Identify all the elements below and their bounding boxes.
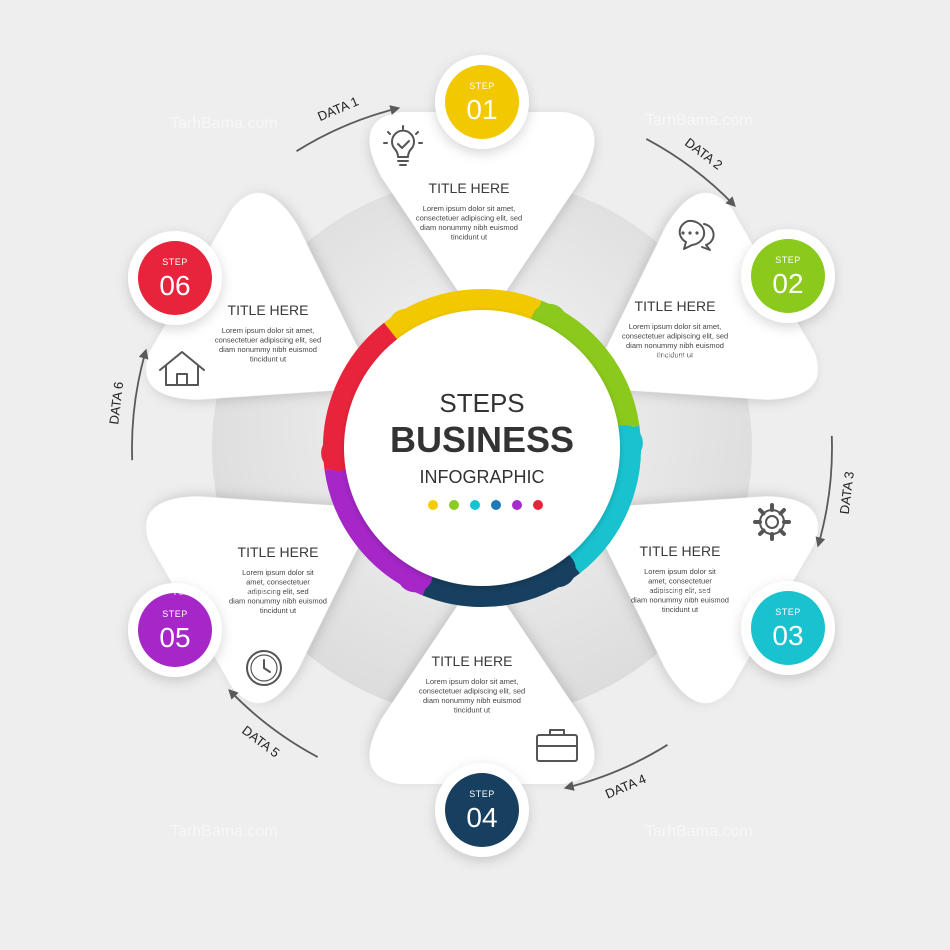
watermark-text: TarhBama.com xyxy=(170,582,278,599)
step-1-body-line: Lorem ipsum dolor sit amet, xyxy=(423,204,516,213)
center-title-business: BUSINESS xyxy=(390,419,574,460)
center-dot xyxy=(512,500,522,510)
data-arrow-6 xyxy=(131,348,149,461)
step-5-title: TITLE HERE xyxy=(238,544,319,560)
step-2-title: TITLE HERE xyxy=(635,298,716,314)
step-badge-1: STEP 01 xyxy=(435,55,529,149)
step-4-body-line: Lorem ipsum dolor sit amet, xyxy=(426,677,519,686)
step-6-body-line: diam nonummy nibh euismod xyxy=(219,345,317,354)
step-card-3 xyxy=(586,496,818,703)
step-4-body-line: tincidunt ut xyxy=(454,706,491,715)
step-1-body-line: tincidunt ut xyxy=(451,233,488,242)
house-icon xyxy=(159,351,205,386)
step-card-5 xyxy=(146,496,378,703)
data-label-4: DATA 4 xyxy=(603,771,648,802)
watermark-text: TarhBama.com xyxy=(645,585,753,602)
step-3-body-line: amet, consectetuer xyxy=(648,577,712,586)
step-badge-5: STEP 05 xyxy=(128,583,222,677)
step-3-body-line: adipiscing elit, sed xyxy=(649,586,710,595)
data-arrow-4 xyxy=(563,744,668,791)
step-badge-2: STEP 02 xyxy=(741,229,835,323)
data-arrow-5 xyxy=(228,688,319,758)
step-6-label: STEP xyxy=(162,257,188,267)
clock-icon xyxy=(246,650,282,686)
step-5-body-line: tincidunt ut xyxy=(260,606,297,615)
data-label-2: DATA 2 xyxy=(682,135,725,173)
center-dot xyxy=(449,500,459,510)
step-4-number: 04 xyxy=(466,802,497,833)
step-4-body-line: consectetuer adipiscing elit, sed xyxy=(419,687,525,696)
step-6-title: TITLE HERE xyxy=(228,302,309,318)
center-color-dots xyxy=(428,500,543,510)
lightbulb-icon xyxy=(383,125,423,166)
step-5-label: STEP xyxy=(162,609,188,619)
data-arrow-3 xyxy=(815,435,833,548)
step-1-label: STEP xyxy=(469,81,495,91)
step-3-body-line: tincidunt ut xyxy=(662,605,699,614)
watermark-text: TarhBama.com xyxy=(645,349,753,366)
step-5-number: 05 xyxy=(159,622,190,653)
step-card-2 xyxy=(586,193,818,400)
step-1-number: 01 xyxy=(466,94,497,125)
step-4-label: STEP xyxy=(469,789,495,799)
step-6-number: 06 xyxy=(159,270,190,301)
step-2-body-line: tincidunt ut xyxy=(657,351,694,360)
watermark-text: TarhBama.com xyxy=(170,115,278,132)
data-arrow-1 xyxy=(296,105,401,152)
step-card-1 xyxy=(369,112,595,327)
data-label-3: DATA 3 xyxy=(837,471,857,515)
step-badge-4: STEP 04 xyxy=(435,763,529,857)
watermark-text: TarhBama.com xyxy=(645,823,753,840)
step-3-body-line: Lorem ipsum dolor sit xyxy=(644,567,717,576)
step-1-body-line: diam nonummy nibh euismod xyxy=(420,223,518,232)
step-5-body-line: adipiscing elit, sed xyxy=(247,587,308,596)
step-1-title: TITLE HERE xyxy=(429,180,510,196)
center-dot xyxy=(533,500,543,510)
step-5-body-line: diam nonummy nibh euismod xyxy=(229,597,327,606)
step-icons xyxy=(159,125,791,762)
step-badge-6: STEP 06 xyxy=(128,231,222,325)
center-dot xyxy=(470,500,480,510)
step-5-body-line: amet, consectetuer xyxy=(246,578,310,587)
step-3-body-line: diam nonummy nibh euismod xyxy=(631,596,729,605)
step-3-title: TITLE HERE xyxy=(640,543,721,559)
watermark-text: TarhBama.com xyxy=(170,823,278,840)
step-2-body-line: consectetuer adipiscing elit, sed xyxy=(622,332,728,341)
center-title-infographic: INFOGRAPHIC xyxy=(419,467,544,487)
data-label-6: DATA 6 xyxy=(106,381,126,425)
step-2-body-line: diam nonummy nibh euismod xyxy=(626,341,724,350)
center-title-steps: STEPS xyxy=(439,388,524,418)
step-5-body-line: Lorem ipsum dolor sit xyxy=(242,568,315,577)
step-6-body-line: tincidunt ut xyxy=(250,355,287,364)
data-arrow-2 xyxy=(645,138,736,208)
step-badge-3: STEP 03 xyxy=(741,581,835,675)
gear-icon xyxy=(753,503,791,541)
step-4-body-line: diam nonummy nibh euismod xyxy=(423,696,521,705)
chat-bubbles-icon xyxy=(678,219,715,251)
center-dot xyxy=(491,500,501,510)
step-2-label: STEP xyxy=(775,255,801,265)
center-dot xyxy=(428,500,438,510)
step-3-number: 03 xyxy=(772,620,803,651)
step-card-6 xyxy=(146,193,378,400)
step-2-body-line: Lorem ipsum dolor sit amet, xyxy=(629,322,722,331)
step-card-4 xyxy=(369,569,595,784)
step-3-label: STEP xyxy=(775,607,801,617)
central-disc xyxy=(344,310,620,586)
step-1-body-line: consectetuer adipiscing elit, sed xyxy=(416,214,522,223)
briefcase-icon xyxy=(536,729,578,762)
step-4-title: TITLE HERE xyxy=(432,653,513,669)
watermark-text: TarhBama.com xyxy=(645,112,753,129)
step-2-number: 02 xyxy=(772,268,803,299)
step-6-body-line: Lorem ipsum dolor sit amet, xyxy=(222,326,315,335)
data-label-5: DATA 5 xyxy=(239,723,282,761)
step-6-body-line: consectetuer adipiscing elit, sed xyxy=(215,336,321,345)
data-label-1: DATA 1 xyxy=(315,94,360,125)
